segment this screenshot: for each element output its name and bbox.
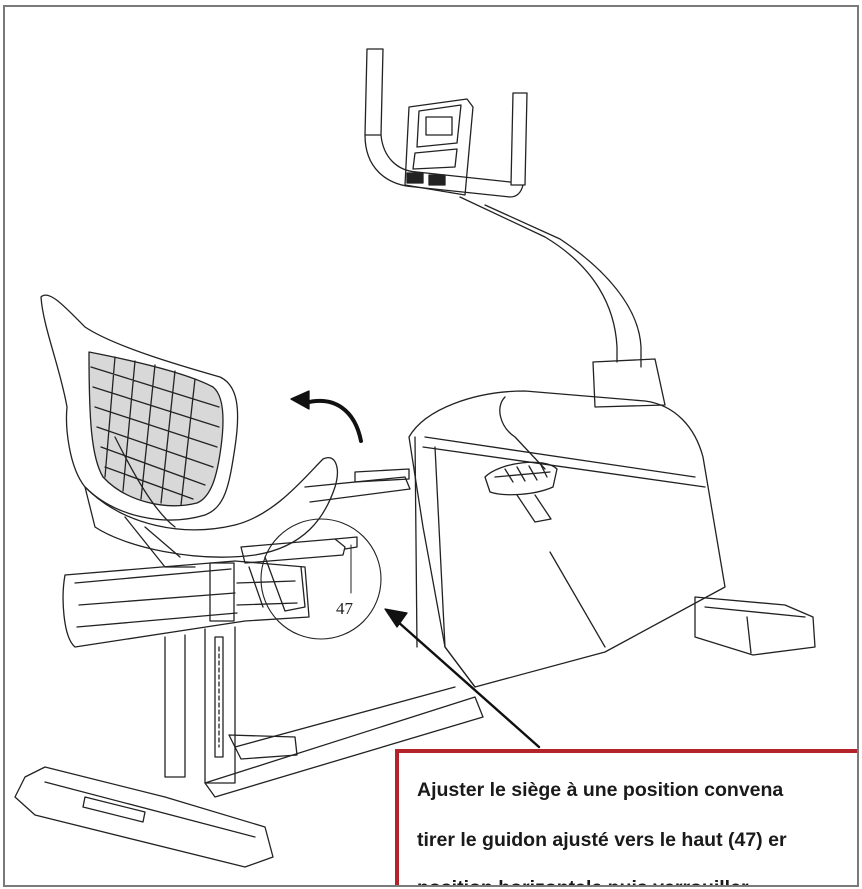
instruction-callout: Ajuster le siège à une position convena … xyxy=(395,749,857,885)
magnifier-circle xyxy=(260,518,382,640)
callout-line-3: position horizontale puis verrouiller. xyxy=(417,877,753,885)
seat-assembly xyxy=(40,294,411,648)
callout-line-2: tirer le guidon ajusté vers le haut (47)… xyxy=(417,829,787,851)
flywheel-housing xyxy=(408,390,726,688)
console-assembly xyxy=(364,48,666,408)
pointer-arrow-icon xyxy=(384,608,541,749)
seat-post-and-base xyxy=(14,626,484,868)
rotation-arrow-icon xyxy=(290,390,363,443)
callout-line-1: Ajuster le siège à une position convena xyxy=(417,779,784,801)
front-stabilizer xyxy=(694,596,816,656)
part-number-label: 47 xyxy=(336,599,353,618)
recumbent-bike-illustration xyxy=(14,48,816,868)
figure-frame: 47 Ajuster le siège à une position conve… xyxy=(3,5,859,887)
